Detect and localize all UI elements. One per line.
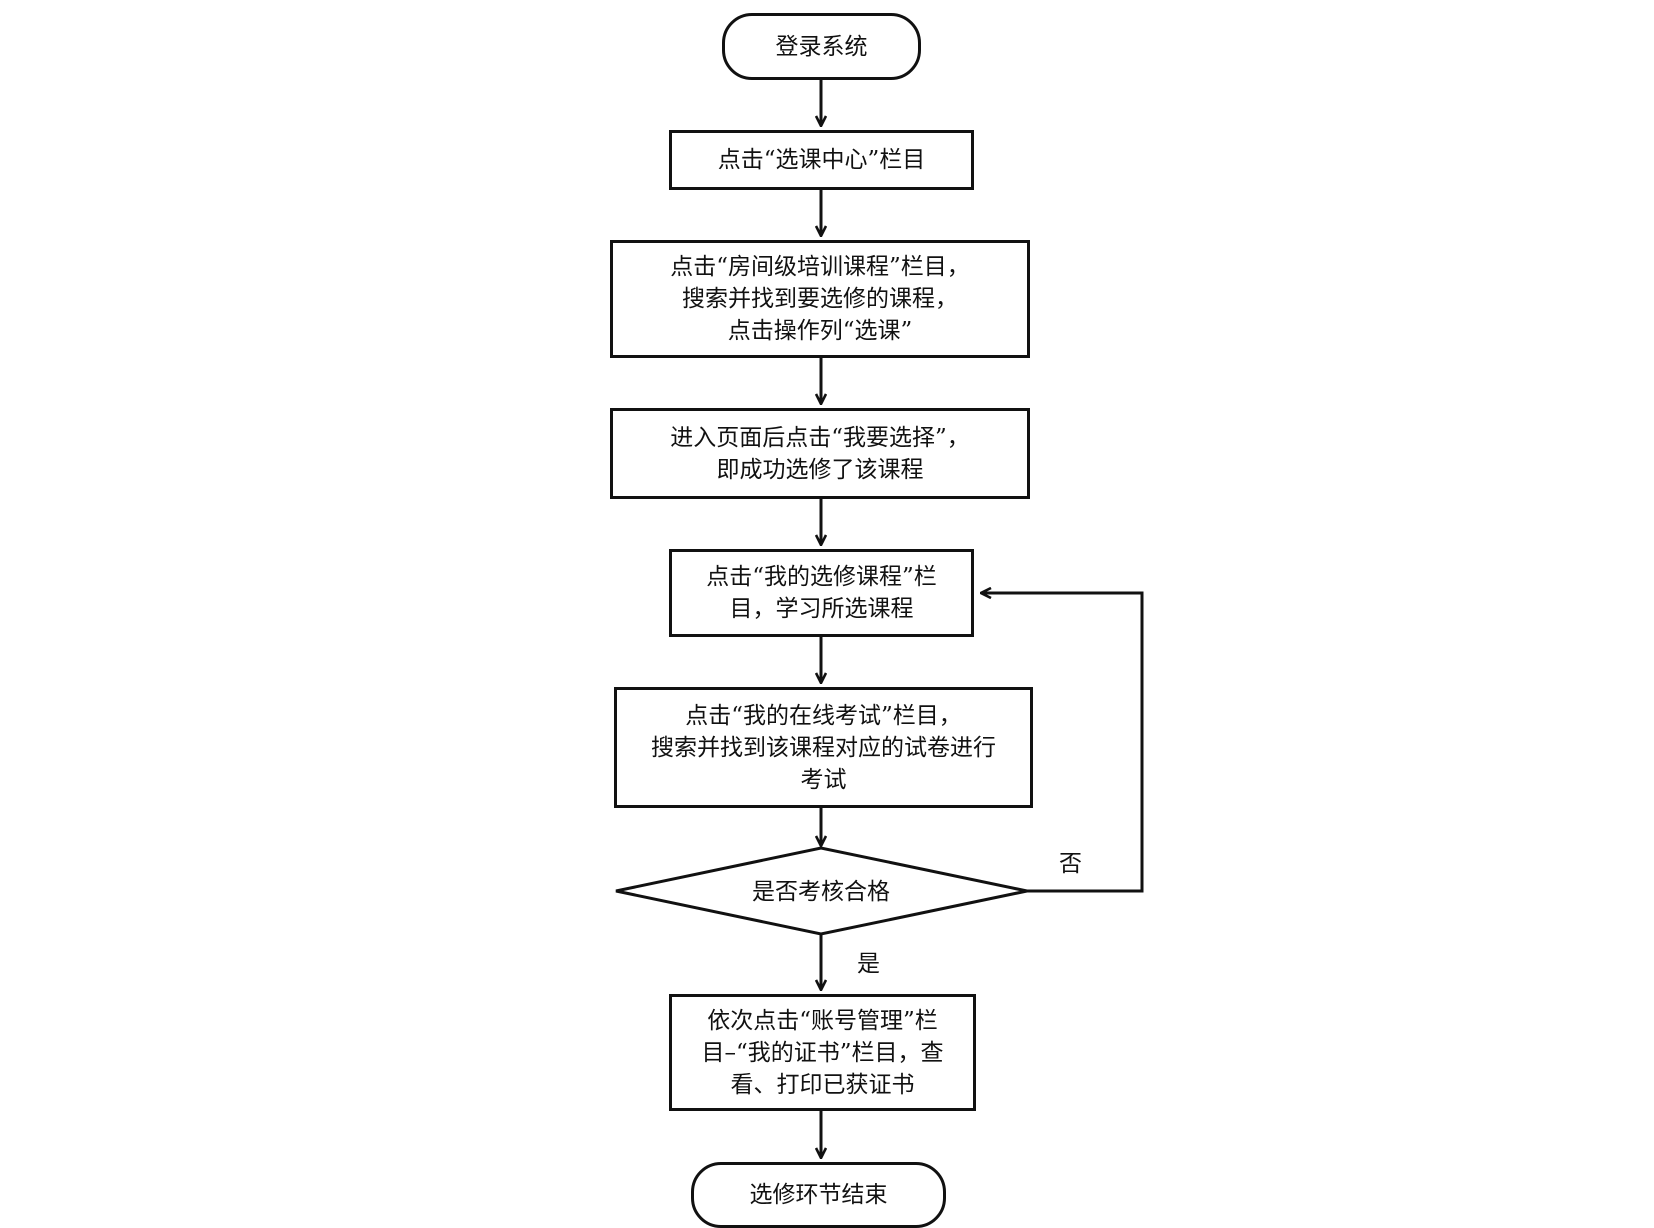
start-label: 登录系统 — [775, 33, 868, 60]
edge-label-yes: 是 — [857, 951, 880, 977]
start-terminal: 登录系统 — [722, 13, 921, 80]
step5-line-1: 点击“我的在线考试”栏目， — [685, 702, 962, 729]
step6-line-2: 目–“我的证书”栏目，查 — [701, 1039, 944, 1066]
step-select-course-center: 点击“选课中心”栏目 — [669, 130, 974, 190]
step6-line-3: 看、打印已获证书 — [730, 1071, 915, 1098]
step5-line-2: 搜索并找到该课程对应的试卷进行 — [651, 734, 996, 761]
step-room-level-training: 点击“房间级培训课程”栏目， 搜索并找到要选修的课程， 点击操作列“选课” — [610, 240, 1030, 358]
decision-label: 是否考核合格 — [752, 879, 890, 905]
edge-label-no: 否 — [1059, 851, 1082, 877]
step-view-certificates: 依次点击“账号管理”栏 目–“我的证书”栏目，查 看、打印已获证书 — [669, 994, 976, 1111]
decision-label-box: 是否考核合格 — [700, 872, 942, 912]
step-my-online-exam: 点击“我的在线考试”栏目， 搜索并找到该课程对应的试卷进行 考试 — [614, 687, 1033, 808]
arrow-decision-no-loop — [981, 593, 1144, 893]
step3-line-2: 即成功选修了该课程 — [716, 456, 924, 483]
step5-line-3: 考试 — [800, 766, 847, 793]
step2-line-3: 点击操作列“选课” — [727, 318, 913, 344]
step4-line-1: 点击“我的选修课程”栏 — [706, 564, 937, 590]
step6-line-1: 依次点击“账号管理”栏 — [707, 1007, 938, 1034]
step2-line-2: 搜索并找到要选修的课程， — [682, 286, 958, 312]
step-confirm-selection: 进入页面后点击“我要选择”， 即成功选修了该课程 — [610, 408, 1030, 499]
step1-label: 点击“选课中心”栏目 — [717, 147, 926, 173]
step-my-elective-courses: 点击“我的选修课程”栏 目，学习所选课程 — [669, 549, 974, 637]
end-terminal: 选修环节结束 — [691, 1162, 946, 1228]
step4-line-2: 目，学习所选课程 — [729, 596, 914, 622]
decision-diamond — [615, 846, 1028, 936]
end-label: 选修环节结束 — [749, 1182, 888, 1208]
step2-line-1: 点击“房间级培训课程”栏目， — [670, 254, 970, 280]
step3-line-1: 进入页面后点击“我要选择”， — [670, 424, 970, 451]
